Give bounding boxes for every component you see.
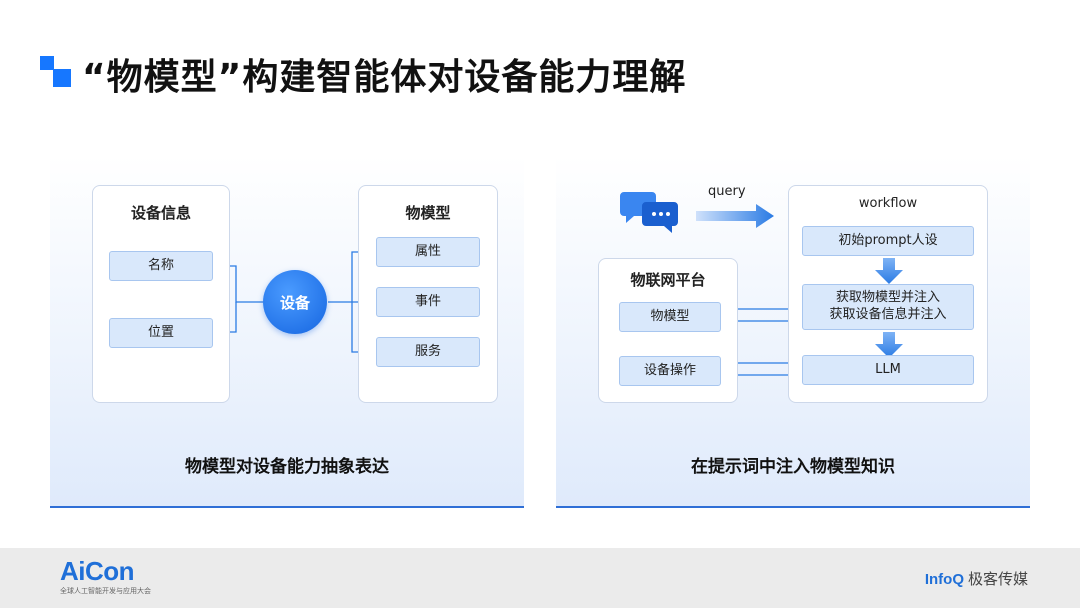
aicon-logo: AiCon xyxy=(60,556,135,586)
device-info-title: 设备信息 xyxy=(130,204,191,222)
down-arrow-icon xyxy=(875,332,903,358)
thing-model-item-property: 属性 xyxy=(376,237,480,267)
thing-model-item-service: 服务 xyxy=(376,337,480,367)
query-arrow-icon xyxy=(696,204,774,228)
iot-platform-card: 物联网平台 物模型 设备操作 xyxy=(598,258,738,403)
device-info-item-name: 名称 xyxy=(109,251,213,281)
iot-platform-title: 物联网平台 xyxy=(630,271,706,289)
query-label: query xyxy=(708,184,746,199)
workflow-step-llm: LLM xyxy=(802,355,974,385)
workflow-step-inject: 获取物模型并注入 获取设备信息并注入 xyxy=(802,284,974,330)
workflow-step-init-prompt: 初始prompt人设 xyxy=(802,226,974,256)
thing-model-item-event: 事件 xyxy=(376,287,480,317)
right-caption: 在提示词中注入物模型知识 xyxy=(691,457,895,477)
infoq-logo-text: InfoQ xyxy=(924,571,964,588)
iot-item-device-ops: 设备操作 xyxy=(619,356,721,386)
device-info-card: 设备信息 名称 位置 xyxy=(92,185,230,403)
device-info-item-location: 位置 xyxy=(109,318,213,348)
down-arrow-icon xyxy=(875,258,903,284)
title-logo-icon xyxy=(40,56,74,90)
page-title: “物模型”构建智能体对设备能力理解 xyxy=(82,57,687,98)
partner-name: 极客传媒 xyxy=(967,570,1028,588)
thing-model-card: 物模型 属性 事件 服务 xyxy=(358,185,498,403)
thing-model-title: 物模型 xyxy=(405,204,451,222)
workflow-card: workflow 初始prompt人设 获取物模型并注入 获取设备信息并注入 L… xyxy=(788,185,988,403)
iot-item-thing-model: 物模型 xyxy=(619,302,721,332)
aicon-subtitle: 全球人工智能开发与应用大会 xyxy=(60,587,151,595)
device-node: 设备 xyxy=(263,270,327,334)
right-connector-lines xyxy=(696,204,800,381)
workflow-title: workflow xyxy=(858,196,918,211)
thing-model-panel: 设备信息 名称 位置 设备 物模型 属性 事件 服务 物模型对设备能力抽象表达 xyxy=(50,156,524,508)
prompt-injection-panel: query 物联网平台 物模型 设备操作 workflow 初始prompt人设… xyxy=(556,156,1030,508)
left-caption: 物模型对设备能力抽象表达 xyxy=(185,457,389,477)
chat-bubbles-icon xyxy=(620,192,678,233)
